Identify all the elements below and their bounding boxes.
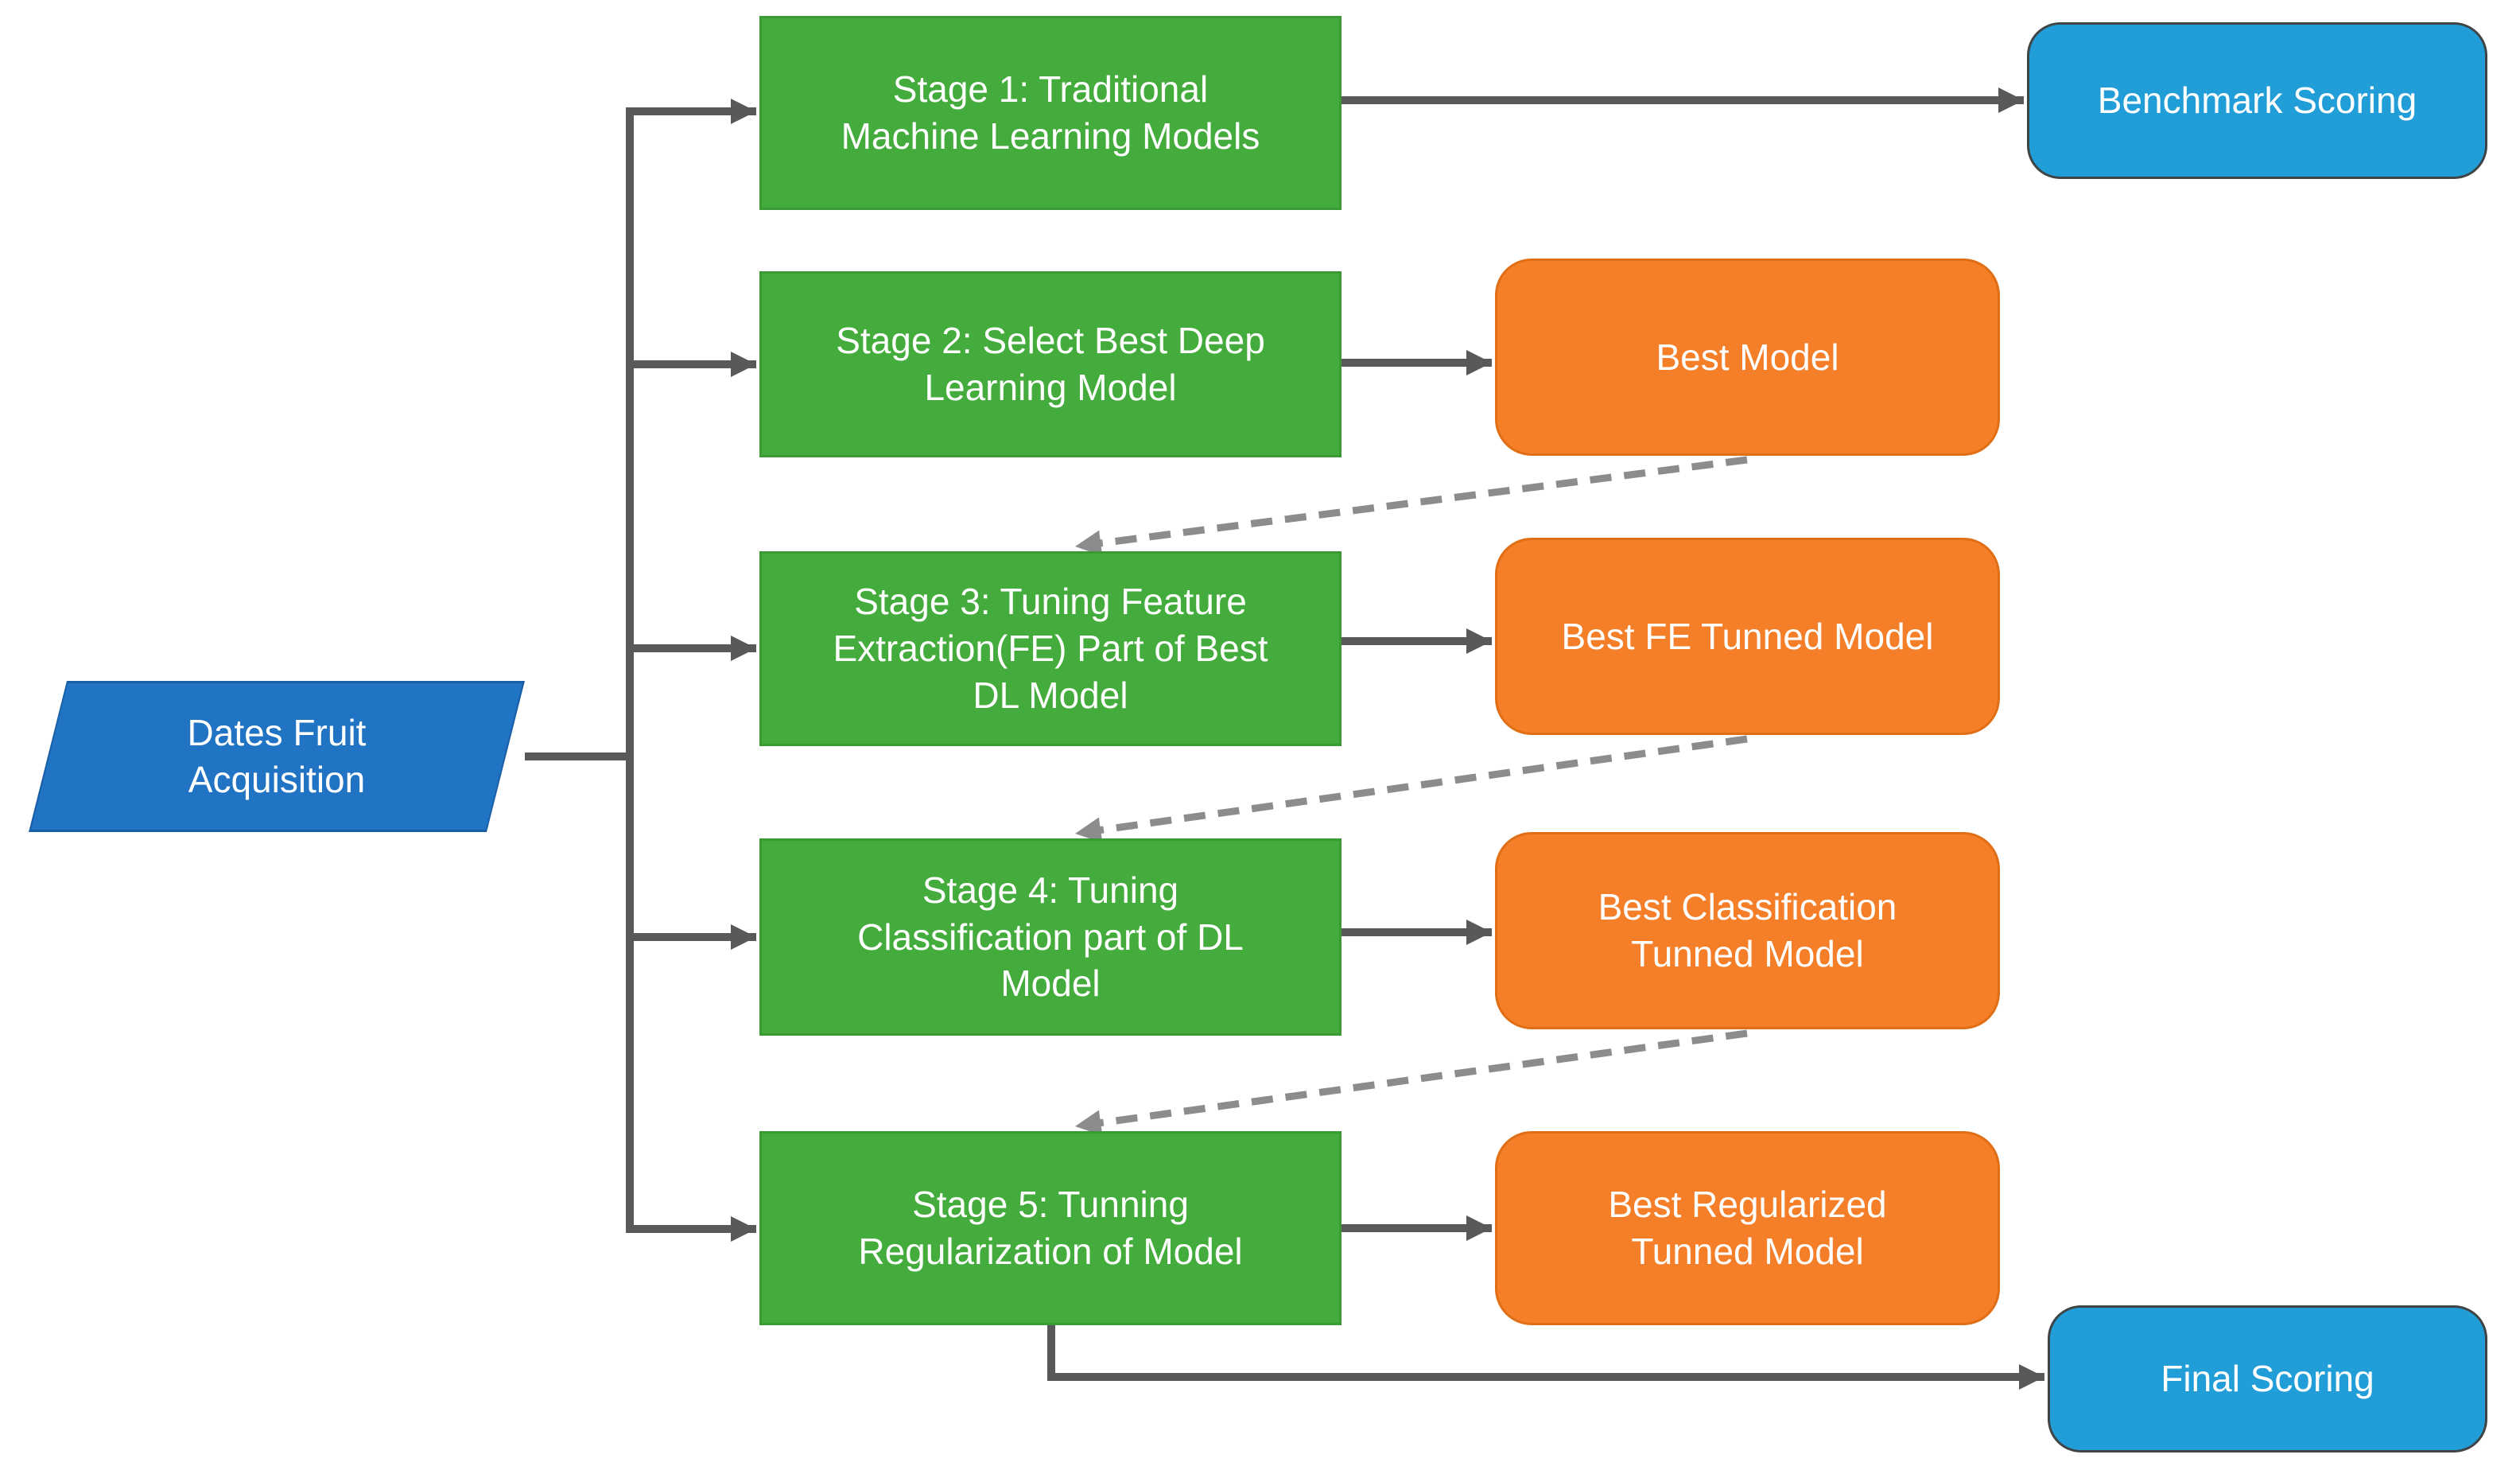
- node-stage-2: Stage 2: Select Best Deep Learning Model: [759, 271, 1342, 457]
- node-dates-fruit-acquisition: Dates Fruit Acquisition: [29, 681, 525, 832]
- node-best-classification-tunned-model: Best Classification Tunned Model: [1495, 832, 2000, 1029]
- node-best-model: Best Model: [1495, 259, 2000, 456]
- node-stage-2-label: Stage 2: Select Best Deep Learning Model: [836, 320, 1265, 408]
- node-best-fe-tunned-model-label: Best FE Tunned Model: [1561, 615, 1934, 657]
- dashed-arrow-best-classification-to-stage5: [1074, 1029, 1748, 1136]
- node-stage-1: Stage 1: Traditional Machine Learning Mo…: [759, 16, 1342, 210]
- arrow-stage5-to-final-scoring: [1047, 1325, 2044, 1390]
- dashed-arrow-best-model-to-stage3: [1074, 456, 1748, 556]
- node-final-scoring-label: Final Scoring: [2161, 1358, 2374, 1400]
- node-stage-3-label: Stage 3: Tuning Feature Extraction(FE) P…: [833, 581, 1268, 716]
- node-stage-5-label: Stage 5: Tunning Regularization of Model: [858, 1184, 1243, 1272]
- node-best-fe-tunned-model: Best FE Tunned Model: [1495, 538, 2000, 735]
- parallelogram-shape: Dates Fruit Acquisition: [31, 683, 522, 830]
- node-stage-3: Stage 3: Tuning Feature Extraction(FE) P…: [759, 551, 1342, 746]
- node-best-regularized-tunned-model-label: Best Regularized Tunned Model: [1608, 1184, 1887, 1272]
- node-stage-4-label: Stage 4: Tuning Classification part of D…: [857, 869, 1244, 1005]
- node-best-classification-tunned-model-label: Best Classification Tunned Model: [1598, 886, 1897, 974]
- node-best-model-label: Best Model: [1656, 336, 1839, 378]
- node-final-scoring: Final Scoring: [2048, 1305, 2487, 1452]
- node-stage-1-label: Stage 1: Traditional Machine Learning Mo…: [841, 68, 1260, 157]
- node-dates-fruit-acquisition-label: Dates Fruit Acquisition: [187, 712, 367, 800]
- node-stage-4: Stage 4: Tuning Classification part of D…: [759, 838, 1342, 1036]
- node-benchmark-scoring: Benchmark Scoring: [2027, 22, 2487, 179]
- dashed-arrow-best-fe-to-stage4: [1074, 735, 1748, 843]
- node-benchmark-scoring-label: Benchmark Scoring: [2097, 80, 2417, 122]
- node-best-regularized-tunned-model: Best Regularized Tunned Model: [1495, 1131, 2000, 1325]
- node-stage-5: Stage 5: Tunning Regularization of Model: [759, 1131, 1342, 1325]
